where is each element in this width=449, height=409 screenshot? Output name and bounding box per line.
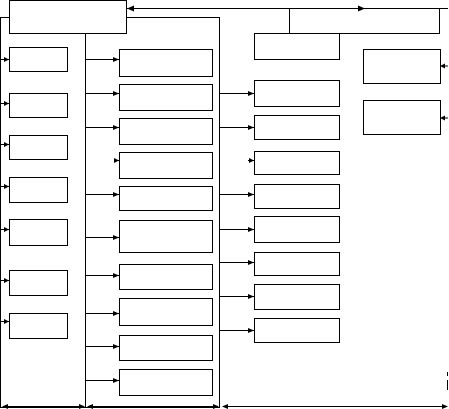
col1-node xyxy=(9,313,68,339)
col2-node xyxy=(119,298,213,326)
col4-node xyxy=(363,49,441,84)
arrowhead xyxy=(248,192,254,197)
col3-node xyxy=(254,216,340,243)
arrowhead xyxy=(4,227,9,232)
arrowhead xyxy=(87,404,93,409)
col3-node xyxy=(254,252,340,276)
arrowhead xyxy=(113,273,119,278)
col1-node xyxy=(9,47,68,72)
col2-node xyxy=(119,335,213,361)
arrowhead xyxy=(248,227,254,232)
arrowhead xyxy=(442,404,448,409)
col2-node xyxy=(119,186,213,211)
col2-node xyxy=(119,369,213,396)
col2-node xyxy=(119,220,213,253)
column-1-nodes xyxy=(9,47,68,339)
arrowhead xyxy=(358,5,365,12)
col2-node xyxy=(119,49,213,77)
col1-node xyxy=(9,219,68,246)
arrowhead xyxy=(248,260,254,265)
arrowhead xyxy=(4,278,9,283)
col2-node xyxy=(119,152,213,179)
arrowhead xyxy=(4,319,9,324)
arrowhead xyxy=(4,142,9,147)
arrowhead xyxy=(113,344,119,349)
arrowhead xyxy=(4,101,9,106)
col4-node xyxy=(363,100,441,135)
arrowhead xyxy=(113,91,119,96)
arrowhead xyxy=(113,125,119,130)
arrowhead xyxy=(440,115,445,121)
arrowhead xyxy=(113,378,119,383)
col3-node xyxy=(254,318,340,343)
col1-node xyxy=(9,270,68,296)
col3-node xyxy=(254,184,340,209)
col3-node xyxy=(254,33,340,60)
arrowhead xyxy=(79,404,85,409)
col1-node xyxy=(9,177,68,203)
arrowheads xyxy=(2,5,448,409)
arrowhead xyxy=(4,184,9,189)
arrowhead xyxy=(248,125,254,130)
arrowhead xyxy=(2,404,8,409)
arrowhead xyxy=(113,235,119,240)
arrowhead xyxy=(440,63,445,69)
arrowhead xyxy=(213,404,219,409)
root-node xyxy=(9,0,127,34)
col1-node xyxy=(9,93,68,118)
arrowhead xyxy=(127,5,134,12)
arrowhead xyxy=(113,192,119,197)
arrowhead xyxy=(248,328,254,333)
col3-node xyxy=(254,115,340,140)
column-3-nodes xyxy=(254,33,340,343)
col3-node xyxy=(254,80,340,107)
col3-node xyxy=(254,151,340,175)
arrowhead xyxy=(113,57,119,62)
arrowhead xyxy=(222,404,228,409)
col3-node xyxy=(254,284,340,310)
column-4-nodes xyxy=(363,49,441,135)
arrowhead xyxy=(114,158,119,163)
col2-node xyxy=(119,84,213,111)
arrowhead xyxy=(4,57,9,62)
arrowhead xyxy=(113,311,119,316)
arrowhead xyxy=(248,294,254,299)
col2-node xyxy=(119,264,213,290)
col2-node xyxy=(119,118,213,145)
arrowhead xyxy=(249,158,254,163)
column-2-nodes xyxy=(119,49,213,396)
col1-node xyxy=(9,135,68,160)
arrowhead xyxy=(248,91,254,96)
